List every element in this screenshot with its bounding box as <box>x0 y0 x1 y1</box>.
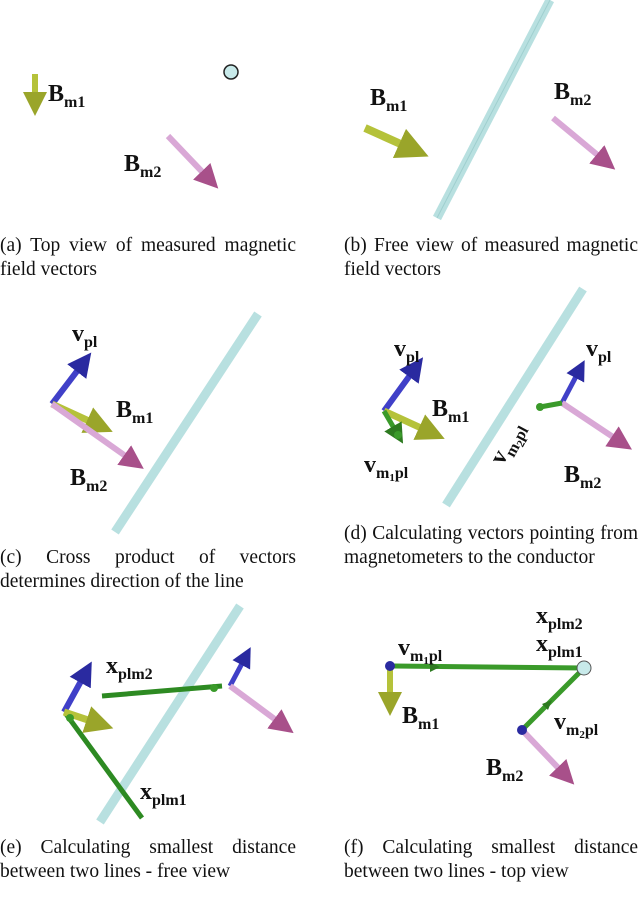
panel-f-scene <box>378 660 592 785</box>
vm2pl-vector <box>520 666 586 732</box>
label-xplm2: xplm2 <box>536 603 583 633</box>
m2-point <box>517 725 527 735</box>
vm1pl-vector <box>381 409 404 444</box>
label-vm1pl: vm1pl <box>364 452 409 484</box>
vpl-vector-2 <box>227 647 251 688</box>
panel-a: Bm1 Bm2 <box>0 0 320 230</box>
panel-c: vpl Bm1 Bm2 <box>0 300 320 540</box>
label-bm2: Bm2 <box>70 465 108 495</box>
label-vm2pl: vm2pl <box>554 709 599 741</box>
panel-c-scene <box>49 311 262 535</box>
label-bm2: Bm2 <box>486 755 524 785</box>
caption-e: (e) Calculating smallest distance betwee… <box>0 837 296 882</box>
bm2-vector <box>551 115 616 170</box>
label-bm1: Bm1 <box>116 397 154 427</box>
panel-d: vpl Bm1 vm1pl vpl vm2pl Bm2 <box>340 285 640 510</box>
label-bm1: Bm1 <box>432 396 470 426</box>
line-m1 <box>63 712 145 820</box>
panel-e-scene <box>61 603 294 825</box>
conductor-line <box>442 286 587 508</box>
panel-b: Bm1 Bm2 <box>340 0 640 230</box>
label-vpl-1: vpl <box>394 336 420 366</box>
label-vm1pl: vm1pl <box>398 635 443 667</box>
label-bm1: Bm1 <box>48 81 86 111</box>
caption-d: (d) Calculating vectors pointing from ma… <box>344 523 638 568</box>
bm1-vector <box>382 407 445 440</box>
bm2-vector <box>165 133 219 189</box>
label-vpl: vpl <box>72 321 98 351</box>
vpl-vector-1 <box>381 357 424 413</box>
bm2-vector <box>228 683 294 734</box>
vpl-vector-1 <box>61 661 92 714</box>
label-bm1: Bm1 <box>370 85 408 115</box>
bm2-vector <box>50 401 144 469</box>
vpl-vector-2 <box>559 360 585 405</box>
panel-e: xplm2 xplm1 <box>0 600 320 825</box>
label-xplm1: xplm1 <box>536 631 583 661</box>
m1-point <box>385 661 395 671</box>
caption-f: (f) Calculating smallest distance betwee… <box>344 837 638 882</box>
label-xplm2: xplm2 <box>106 653 153 683</box>
intersection-point <box>576 660 592 676</box>
caption-c: (c) Cross product of vectors determines … <box>0 547 296 592</box>
conductor-point <box>223 64 239 80</box>
label-bm2: Bm2 <box>564 462 602 492</box>
bm2-vector <box>560 400 632 450</box>
conductor-line <box>96 603 244 825</box>
caption-a: (a) Top view of measured magnetic field … <box>0 235 296 280</box>
label-xplm1: xplm1 <box>140 779 187 809</box>
label-bm1: Bm1 <box>402 703 440 733</box>
bm2-vector <box>519 727 575 785</box>
label-bm2: Bm2 <box>554 79 592 109</box>
line-m2 <box>101 683 223 699</box>
label-bm2: Bm2 <box>124 151 162 181</box>
panel-d-scene <box>381 286 632 508</box>
label-vpl-2: vpl <box>586 336 612 366</box>
conductor-line <box>111 311 262 535</box>
caption-b: (b) Free view of measured magnetic field… <box>344 235 638 280</box>
vpl-vector <box>49 352 92 406</box>
panel-b-scene <box>363 0 616 221</box>
vm1pl-vector <box>393 663 585 671</box>
panel-a-scene <box>22 64 239 189</box>
panel-f: vm1pl xplm2 xplm1 Bm1 vm2pl Bm2 <box>340 600 640 825</box>
bm1-vector <box>363 124 429 159</box>
